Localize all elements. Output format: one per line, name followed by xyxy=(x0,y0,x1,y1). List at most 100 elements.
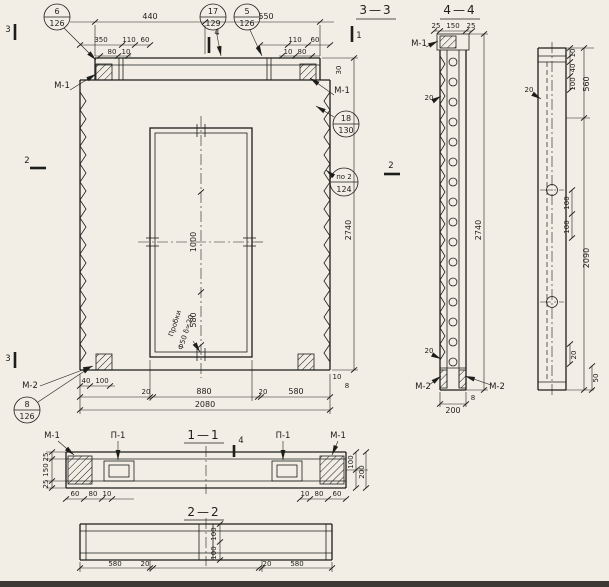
dim-580-22-left: 580 xyxy=(108,560,121,568)
keyed-edge-right xyxy=(323,91,331,363)
dim-60-left: 60 xyxy=(141,36,150,44)
embed-m1-11-right xyxy=(319,455,345,485)
dim-8-bottom-right: 8 xyxy=(345,382,349,390)
callout-5-num: 5 xyxy=(244,7,249,16)
callout-17-sheet: 129 xyxy=(205,19,220,28)
dim-550: 550 xyxy=(258,12,273,21)
flag-2-right: 2 xyxy=(388,161,393,171)
dim-110-left: 110 xyxy=(122,36,135,44)
label-m1-11-left: М-1 xyxy=(44,431,60,441)
dim-10-11-right: 10 xyxy=(301,490,310,498)
section-title-2-2: 2—2 xyxy=(187,505,220,519)
embed-m2-33-left xyxy=(439,369,448,389)
dim-580-opening: 580 xyxy=(189,312,198,327)
dim-25-33-left: 25 xyxy=(432,22,441,30)
dim-60-11-right: 60 xyxy=(333,490,342,498)
label-p1-left: П-1 xyxy=(111,431,126,441)
callout-6-126: 6 126 xyxy=(43,3,97,61)
callout-18-num: 18 xyxy=(341,114,351,123)
callout-18-130: 18 130 xyxy=(315,105,360,138)
callout-17-num: 17 xyxy=(208,7,218,16)
label-p1-right: П-1 xyxy=(276,431,291,441)
dim-10-right: 10 xyxy=(284,48,293,56)
dim-80-right: 80 xyxy=(298,48,307,56)
dim-1000-opening: 1000 xyxy=(189,232,198,252)
dim-2080-bottom: 2080 xyxy=(195,400,215,409)
dim-80-11-left: 80 xyxy=(89,490,98,498)
dim-8-33: 8 xyxy=(471,394,475,402)
dim-150-11: 150 xyxy=(42,463,50,476)
keyed-edge-section xyxy=(439,55,446,361)
label-m2-33-right: М-2 xyxy=(489,382,505,392)
callout-5-sheet: 126 xyxy=(239,19,254,28)
callout-po2-num: по 2 xyxy=(336,173,352,181)
dim-200-11: 200 xyxy=(358,465,366,478)
section-1-1-view: 1—1 М-1 П-1 П-1 М-1 25 150 25 60 80 10 xyxy=(42,428,370,503)
callout-6-sheet: 126 xyxy=(49,19,64,28)
dim-30-right: 30 xyxy=(335,66,343,75)
dim-880-bottom: 880 xyxy=(196,387,211,396)
dim-100-22-a: 100 xyxy=(210,527,218,540)
front-elevation-view: 440 550 350 110 60 80 10 110 60 10 80 30… xyxy=(22,12,358,414)
key-hollow-chain xyxy=(448,57,458,367)
dim-580-22-right: 580 xyxy=(290,560,303,568)
callout-bubbles: 6 126 17 129 5 126 18 130 по 2 124 xyxy=(13,3,360,424)
embed-m1-top-right xyxy=(299,63,317,81)
dim-560-44: 560 xyxy=(582,76,591,91)
dim-20-22-left: 20 xyxy=(141,560,150,568)
label-m2-33-left: М-2 xyxy=(415,382,431,392)
section-title-3-3: 3—3 xyxy=(359,3,392,17)
dim-2740-main: 2740 xyxy=(344,220,353,240)
dim-20-44-left: 20 xyxy=(525,86,534,94)
label-m1-top-right: М-1 xyxy=(334,86,350,96)
section-title-1-1: 1—1 xyxy=(187,428,220,442)
opening-outer xyxy=(149,127,253,358)
dim-20-bottom-a: 20 xyxy=(142,388,151,396)
scan-edge xyxy=(0,581,609,587)
callout-18-sheet: 130 xyxy=(338,126,353,135)
dim-20-22-right: 20 xyxy=(263,560,272,568)
dim-40-44: 40 xyxy=(569,64,577,73)
label-m1-11-right: М-1 xyxy=(330,431,346,441)
plate-p1-right xyxy=(271,460,303,482)
dim-100-22-b: 100 xyxy=(210,546,218,559)
dim-20-33-top: 20 xyxy=(425,94,434,102)
dim-50-44: 50 xyxy=(592,374,600,383)
section-2-2-view: 2—2 100 100 580 20 20 580 xyxy=(76,505,336,572)
flag-2-left: 2 xyxy=(24,156,29,166)
callout-8-sheet: 126 xyxy=(19,412,34,421)
embed-m1-33 xyxy=(439,35,457,49)
dim-20-44-bottom: 20 xyxy=(570,351,578,360)
dim-200-33: 200 xyxy=(445,406,460,415)
label-m2-bottom-left: М-2 xyxy=(22,381,38,391)
dim-350: 350 xyxy=(94,36,107,44)
dim-10-bottom-right: 10 xyxy=(333,373,342,381)
dim-110-right: 110 xyxy=(288,36,301,44)
dim-40-bottom: 40 xyxy=(82,377,91,385)
dim-60-right: 60 xyxy=(311,36,320,44)
dim-80-left: 80 xyxy=(108,48,117,56)
dim-100-11: 100 xyxy=(347,455,355,468)
flag-4-section11: 4 xyxy=(238,436,243,446)
section-title-4-4: 4—4 xyxy=(443,3,476,17)
dim-440: 440 xyxy=(142,12,157,21)
section-cut-flags: 3 3 1 2 2 4 4 xyxy=(5,24,400,457)
embed-m2-bottom-right xyxy=(297,353,315,371)
dim-25-11-bottom: 25 xyxy=(42,480,50,489)
dim-80-11-right: 80 xyxy=(315,490,324,498)
callout-po2-124: по 2 124 xyxy=(325,167,359,197)
dim-10-11-left: 10 xyxy=(103,490,112,498)
dim-100-44-top: 100 xyxy=(569,77,577,90)
flag-4-top: 4 xyxy=(214,28,219,38)
callout-5-126: 5 126 xyxy=(233,3,263,57)
dim-60-11-left: 60 xyxy=(71,490,80,498)
callout-8-num: 8 xyxy=(24,400,29,409)
dim-10-left: 10 xyxy=(122,48,131,56)
dim-2740-33: 2740 xyxy=(474,220,483,240)
callout-po2-sheet: 124 xyxy=(336,185,351,194)
plate-p1-left xyxy=(103,460,135,482)
dim-100-bottom: 100 xyxy=(95,377,108,385)
section-4-4-view: 4—4 10 40 100 560 2090 20 100 100 20 xyxy=(440,3,600,396)
